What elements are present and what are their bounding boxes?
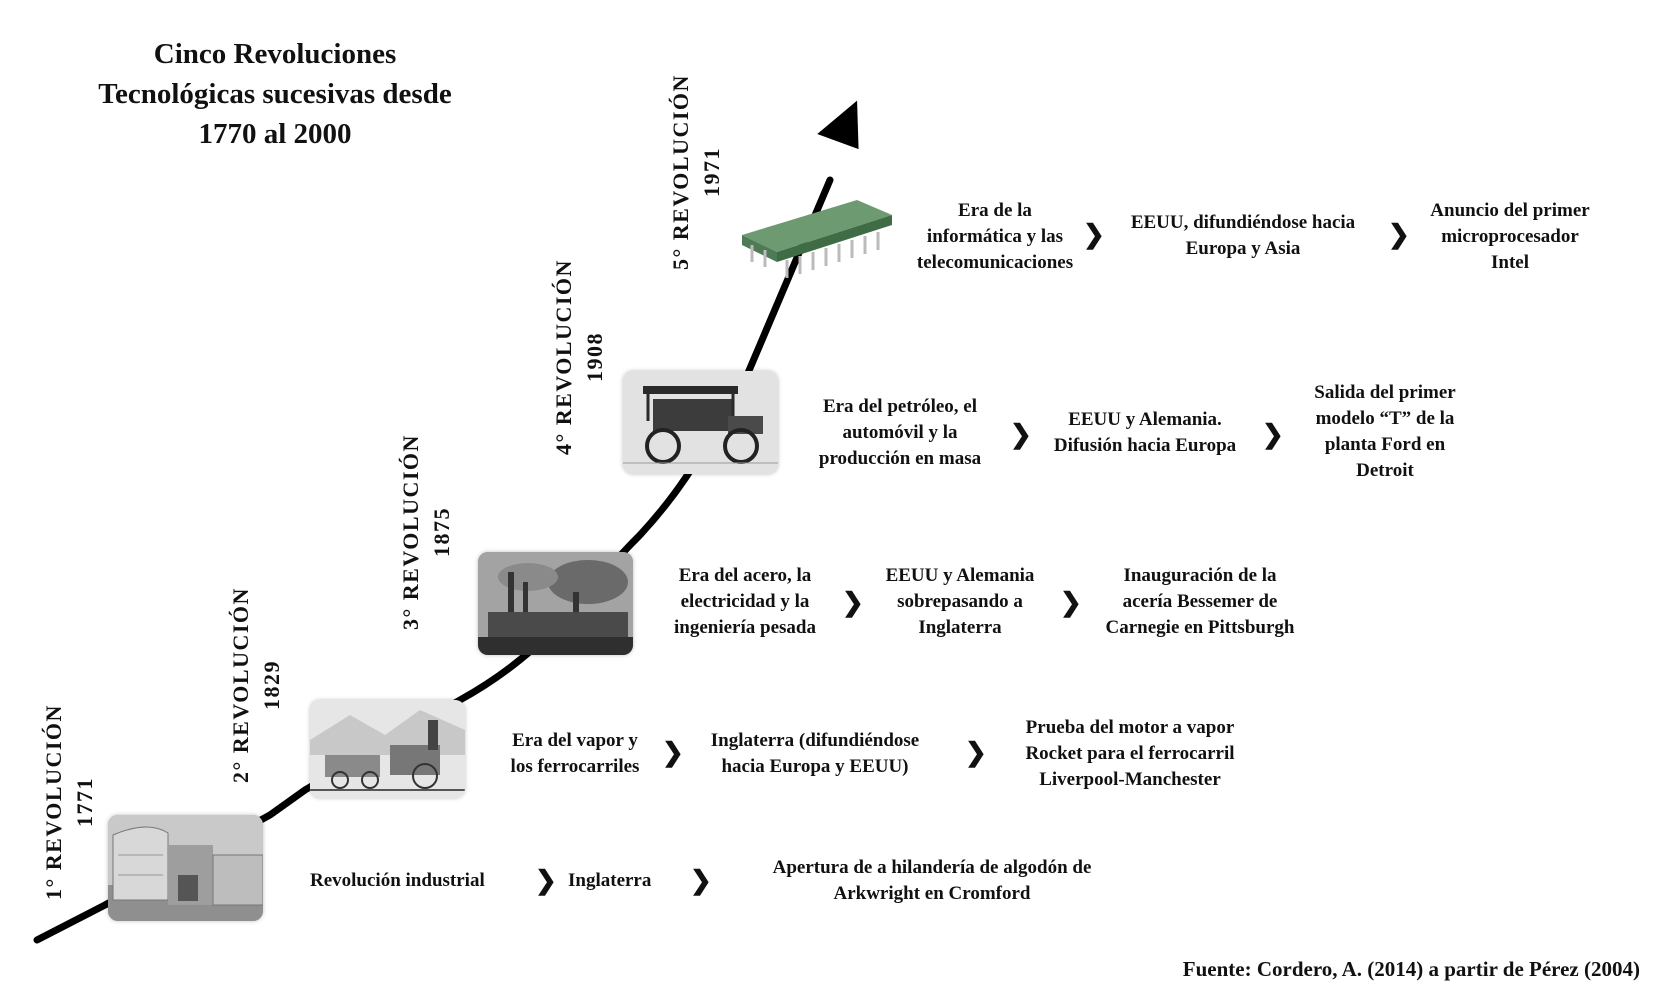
chevron-right-icon: ❯ <box>842 588 864 617</box>
chevron-right-icon: ❯ <box>535 866 557 895</box>
rev2-cell-2: Inglaterra (difundiéndose hacia Europa y… <box>710 730 920 777</box>
ford-model-t-photo <box>623 371 778 474</box>
rev5-cell-2: EEUU, difundiéndose hacia Europa y Asia <box>1130 212 1356 259</box>
rev3-cell-1: Era del acero, la electricidad y la inge… <box>674 565 816 638</box>
rev5-cell-3: Anuncio del primer microprocesador Intel <box>1430 200 1590 273</box>
revolution-label-4: 4° REVOLUCIÓN 1908 <box>551 259 607 455</box>
rev1-cell-1: Revolución industrial <box>310 870 485 891</box>
rev3-cell-2: EEUU y Alemania sobrepasando a Inglaterr… <box>885 565 1035 638</box>
rev2-cell-3: Prueba del motor a vapor Rocket para el … <box>1025 717 1235 790</box>
chevron-right-icon: ❯ <box>1083 220 1105 249</box>
source-citation: Fuente: Cordero, A. (2014) a partir de P… <box>1182 957 1640 981</box>
revolution-label-1: 1° REVOLUCIÓN 1771 <box>41 704 97 900</box>
rev2-cell-1: Era del vapor y los ferrocarriles <box>510 730 640 777</box>
rev4-cell-3: Salida del primer modelo “T” de la plant… <box>1314 382 1456 481</box>
rev4-cell-1: Era del petróleo, el automóvil y la prod… <box>818 396 982 469</box>
timeline-arrowhead-icon <box>817 100 859 150</box>
microchip-picture <box>742 190 892 285</box>
revolution-label-2: 2° REVOLUCIÓN 1829 <box>228 587 284 783</box>
rev3-cell-3: Inauguración de la acería Bessemer de Ca… <box>1105 565 1295 638</box>
diagram-title: Cinco Revoluciones Tecnológicas sucesiva… <box>55 34 495 154</box>
factory-photo <box>108 815 263 921</box>
steel-mill-photo <box>478 552 633 655</box>
chevron-right-icon: ❯ <box>662 738 684 767</box>
chevron-right-icon: ❯ <box>1388 220 1410 249</box>
chevron-right-icon: ❯ <box>965 738 987 767</box>
rev1-cell-2: Inglaterra <box>568 870 652 891</box>
chevron-right-icon: ❯ <box>1060 588 1082 617</box>
locomotive-drawing <box>310 700 465 798</box>
revolution-label-3: 3° REVOLUCIÓN 1875 <box>398 434 454 630</box>
title-line-1: Cinco Revoluciones <box>153 38 397 70</box>
title-line-2: Tecnológicas sucesivas desde <box>98 78 452 110</box>
rev1-cell-3: Apertura de a hilandería de algodón de A… <box>772 857 1092 904</box>
title-line-3: 1770 al 2000 <box>198 118 352 150</box>
chevron-right-icon: ❯ <box>1262 420 1284 449</box>
chevron-right-icon: ❯ <box>690 866 712 895</box>
revolution-label-5: 5° REVOLUCIÓN 1971 <box>668 74 724 270</box>
rev4-cell-2: EEUU y Alemania. Difusión hacia Europa <box>1053 409 1237 456</box>
rev5-cell-1: Era de la informática y las telecomunica… <box>916 200 1074 273</box>
chevron-right-icon: ❯ <box>1010 420 1032 449</box>
